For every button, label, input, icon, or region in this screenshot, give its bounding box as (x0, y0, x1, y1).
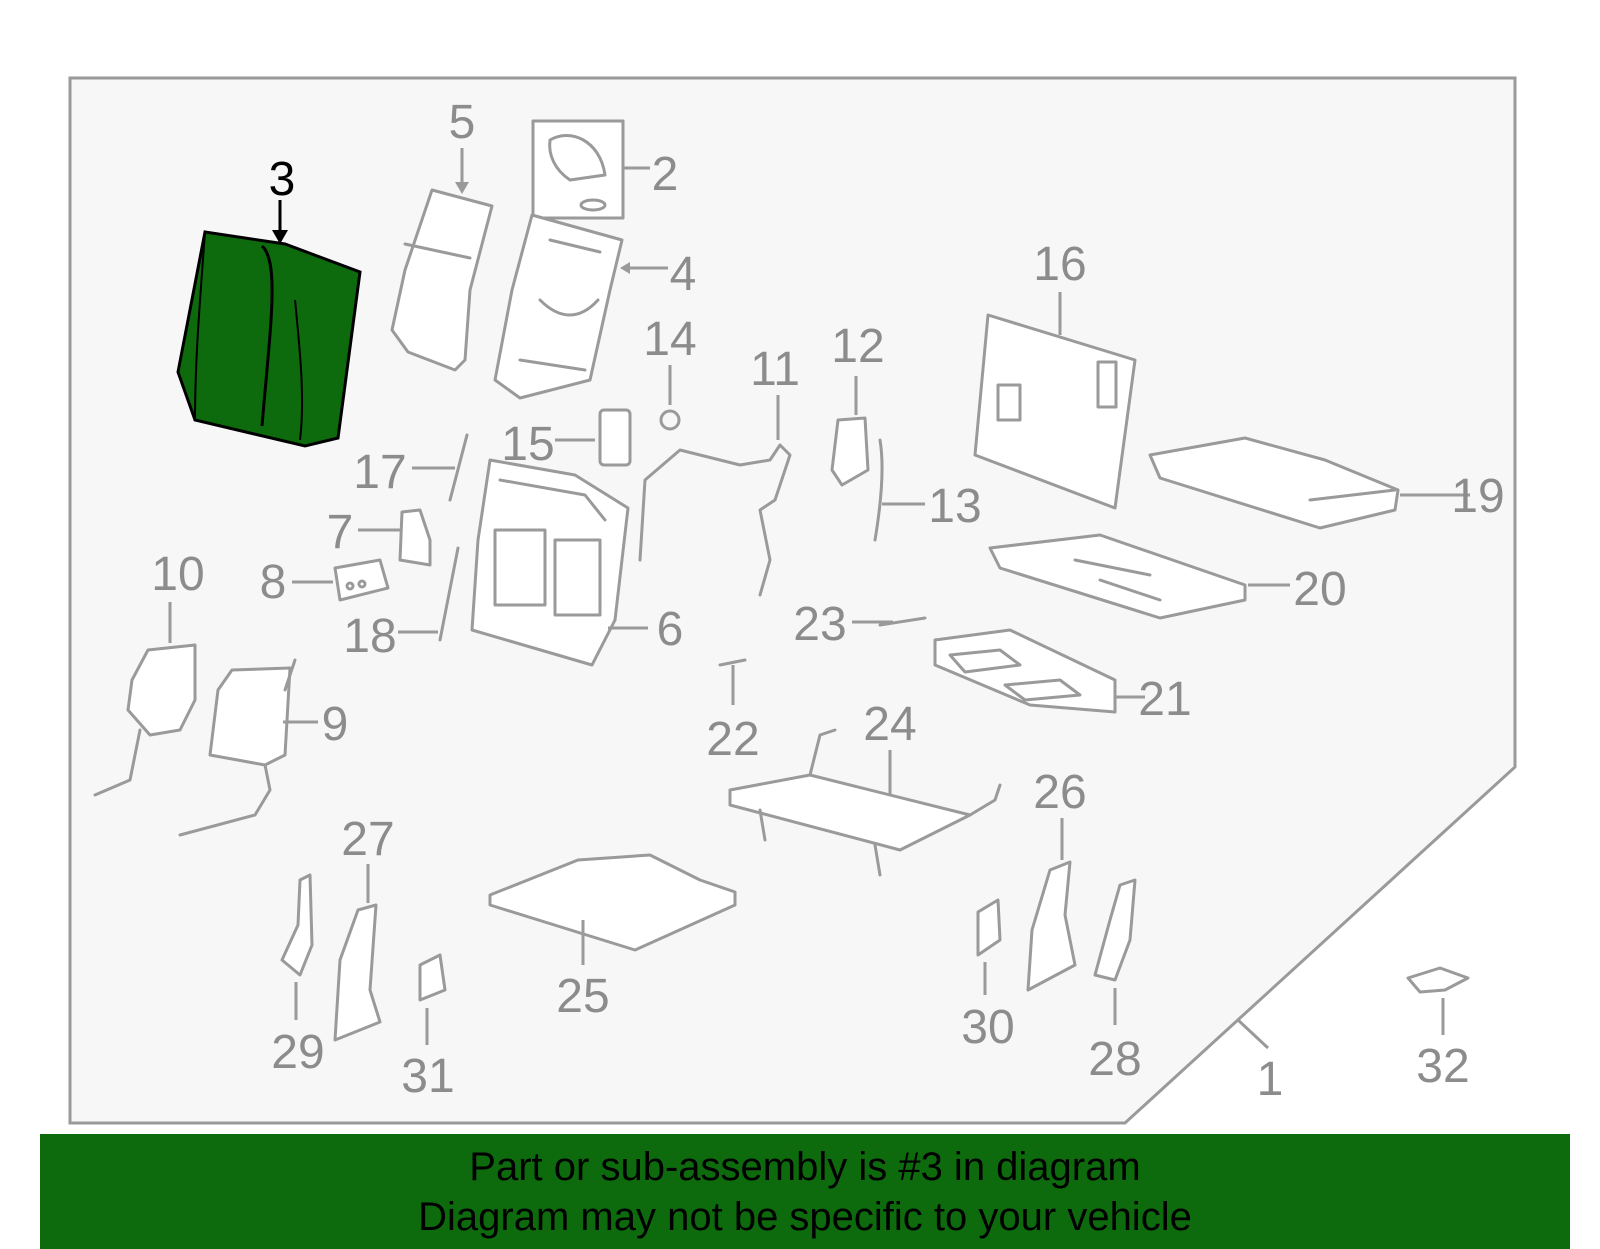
callout-9[interactable]: 9 (322, 698, 349, 751)
part-4-back-cushion[interactable] (493, 213, 624, 400)
part-30-cap[interactable] (976, 898, 1002, 957)
callout-8[interactable]: 8 (260, 556, 287, 609)
part-11-cable[interactable] (638, 443, 792, 597)
callout-11[interactable]: 11 (750, 343, 800, 396)
callout-23[interactable]: 23 (793, 598, 846, 651)
info-banner: Part or sub-assembly is #3 in diagram Di… (40, 1134, 1570, 1249)
part-19-cushion[interactable] (1148, 436, 1400, 530)
callout-18[interactable]: 18 (343, 610, 396, 663)
callout-26[interactable]: 26 (1033, 766, 1086, 819)
callout-27[interactable]: 27 (341, 813, 394, 866)
part-2-headrest[interactable] (531, 119, 625, 220)
part-25-tray[interactable] (488, 853, 737, 952)
callout-1[interactable]: 1 (1257, 1053, 1284, 1106)
callout-14[interactable]: 14 (643, 313, 696, 366)
callout-19[interactable]: 19 (1451, 470, 1504, 523)
part-24-seat-frame[interactable] (728, 728, 1002, 877)
callout-10[interactable]: 10 (151, 548, 204, 601)
part-6-back-frame[interactable] (470, 458, 630, 667)
callout-21[interactable]: 21 (1138, 673, 1191, 726)
banner-line-1: Part or sub-assembly is #3 in diagram (469, 1145, 1141, 1189)
part-26-trim[interactable] (1026, 860, 1077, 992)
part-7-bracket[interactable] (398, 508, 432, 567)
part-22-fastener[interactable] (718, 658, 747, 667)
callout-3[interactable]: 3 (269, 153, 296, 206)
part-12-handle[interactable] (830, 416, 870, 487)
part-23-clip[interactable] (878, 616, 927, 627)
part-1-leader (1236, 1018, 1270, 1050)
callout-29[interactable]: 29 (271, 1026, 324, 1079)
callout-15[interactable]: 15 (501, 418, 554, 471)
part-15-latch-cover[interactable] (598, 408, 632, 467)
callout-5[interactable]: 5 (449, 96, 476, 149)
callout-30[interactable]: 30 (961, 1001, 1014, 1054)
part-10-recliner-cover[interactable] (93, 643, 197, 797)
callout-16[interactable]: 16 (1033, 238, 1086, 291)
part-5-back-panel[interactable] (390, 188, 494, 372)
callout-17[interactable]: 17 (353, 446, 406, 499)
part-16-back-panel[interactable] (973, 313, 1137, 510)
part-29-trim[interactable] (280, 873, 314, 977)
part-32-clip[interactable] (1406, 966, 1470, 994)
part-18-rod[interactable] (438, 546, 460, 642)
banner-line-2: Diagram may not be specific to your vehi… (418, 1195, 1192, 1239)
callout-13[interactable]: 13 (928, 480, 981, 533)
part-3-seat-back-highlighted[interactable] (176, 230, 362, 448)
callout-32[interactable]: 32 (1416, 1040, 1469, 1093)
part-28-trim[interactable] (1093, 878, 1137, 982)
part-27-trim[interactable] (333, 903, 382, 1042)
callout-31[interactable]: 31 (401, 1050, 454, 1103)
part-13-strap[interactable] (873, 438, 884, 542)
part-14-grommet[interactable] (659, 409, 681, 431)
callout-6[interactable]: 6 (657, 603, 684, 656)
callout-28[interactable]: 28 (1088, 1033, 1141, 1086)
part-21-seat-pan[interactable] (933, 628, 1117, 714)
callout-22[interactable]: 22 (706, 713, 759, 766)
part-31-cap[interactable] (418, 953, 447, 1002)
callout-12[interactable]: 12 (831, 320, 884, 373)
part-9-recliner[interactable] (178, 658, 297, 837)
callout-20[interactable]: 20 (1293, 563, 1346, 616)
callout-25[interactable]: 25 (556, 970, 609, 1023)
callout-7[interactable]: 7 (327, 506, 354, 559)
part-20-seat-cushion[interactable] (988, 533, 1247, 620)
callout-2[interactable]: 2 (652, 148, 679, 201)
callout-4[interactable]: 4 (670, 248, 697, 301)
part-17-rod[interactable] (448, 433, 469, 502)
callout-24[interactable]: 24 (863, 698, 916, 751)
